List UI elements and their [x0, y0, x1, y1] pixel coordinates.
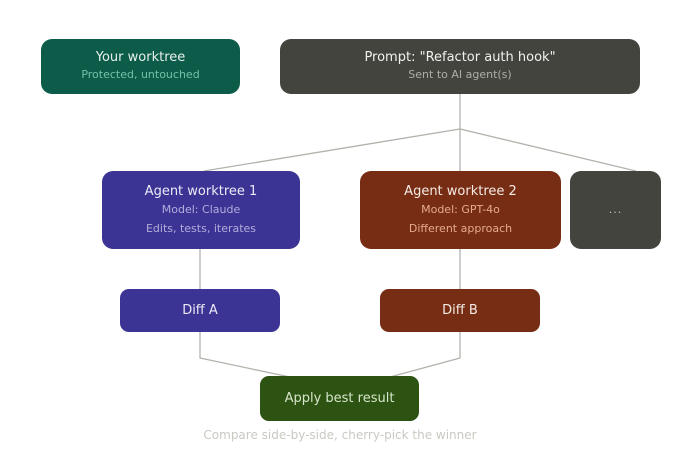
apply-best-result-label: Apply best result: [284, 390, 395, 406]
diff-b-label: Diff B: [442, 302, 478, 318]
agent-worktree-1-detail: Edits, tests, iterates: [145, 221, 257, 235]
diagram-caption: Compare side-by-side, cherry-pick the wi…: [203, 428, 477, 442]
more-agents-ellipsis: ...: [608, 202, 623, 216]
edge-diff-b-apply: [389, 332, 461, 378]
agent-worktree-1-model: Model: Claude: [161, 203, 241, 217]
prompt-subtitle: Sent to AI agent(s): [408, 68, 512, 82]
agent-worktree-1-title: Agent worktree 1: [144, 183, 258, 199]
diff-a-node: Diff A: [120, 289, 280, 332]
edge-junction-more: [459, 128, 637, 172]
agent-worktree-2-detail: Different approach: [408, 221, 513, 235]
prompt-title: Prompt: "Refactor auth hook": [364, 50, 556, 66]
apply-best-result-node: Apply best result: [260, 376, 419, 421]
diff-a-label: Diff A: [182, 302, 218, 318]
your-worktree-subtitle: Protected, untouched: [81, 68, 200, 82]
prompt-node: Prompt: "Refactor auth hook" Sent to AI …: [280, 39, 640, 94]
agent-worktree-1-node: Agent worktree 1 Model: Claude Edits, te…: [102, 171, 300, 249]
agent-worktree-2-node: Agent worktree 2 Model: GPT-4o Different…: [360, 171, 561, 249]
edge-diff-a-apply: [199, 332, 291, 378]
agent-worktree-2-model: Model: GPT-4o: [421, 203, 500, 217]
diff-b-node: Diff B: [380, 289, 540, 332]
your-worktree-title: Your worktree: [95, 50, 186, 66]
more-agents-node: ...: [570, 171, 661, 249]
agent-worktree-2-title: Agent worktree 2: [404, 183, 517, 199]
edge-junction-agent1: [203, 128, 461, 172]
your-worktree-node: Your worktree Protected, untouched: [41, 39, 240, 94]
